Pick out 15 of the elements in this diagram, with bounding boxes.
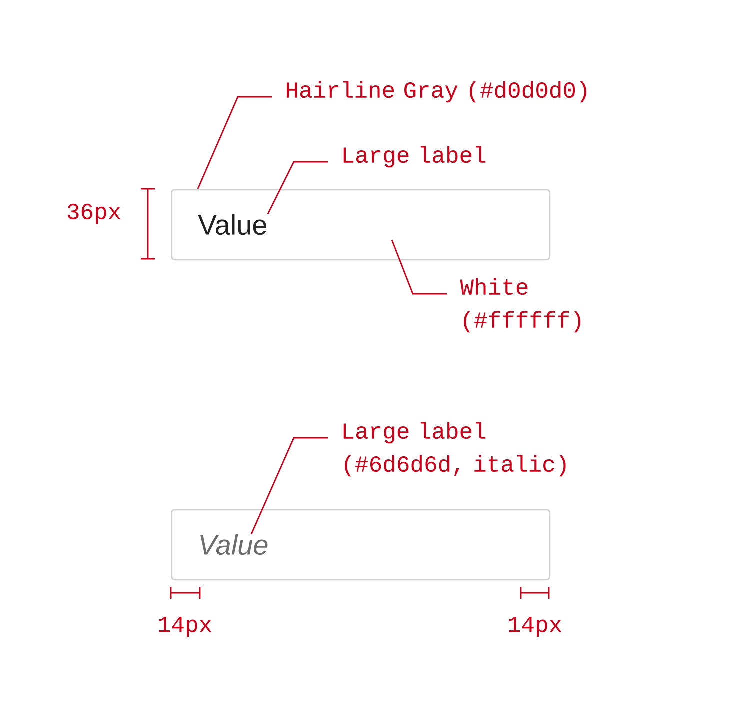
annotation-text: White (#ffffff) (460, 278, 581, 333)
leader-line (250, 437, 328, 535)
dimension-label: 36px (68, 204, 121, 224)
input-field (171, 509, 551, 581)
leader-line (391, 240, 447, 295)
input-field (171, 189, 551, 261)
annotation-text: Large label (344, 146, 486, 168)
annotation-text: Large label (#6d6d6d, italic) (344, 422, 566, 477)
value-text: Value (198, 214, 266, 236)
dimension-label: 14px (159, 617, 212, 637)
dimension-label: 14px (509, 617, 562, 637)
leader-line (267, 161, 328, 215)
value-text: Value (200, 534, 268, 556)
leader-line (197, 96, 272, 190)
annotation-text: Hairline Gray (#d0d0d0) (287, 81, 586, 103)
